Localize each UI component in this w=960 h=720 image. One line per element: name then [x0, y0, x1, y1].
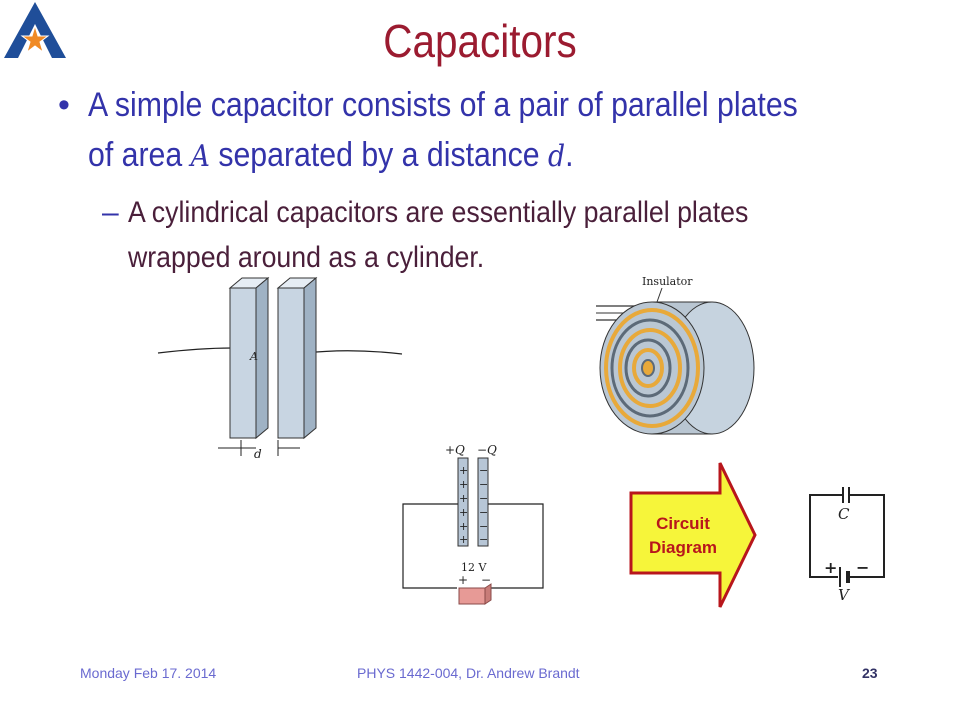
- minus-q-label: −Q: [477, 443, 497, 457]
- parallel-plates-figure: A d: [157, 276, 403, 460]
- bullet-dot: •: [58, 86, 70, 124]
- sub-bullet-line-1: A cylindrical capacitors are essentially…: [128, 196, 749, 229]
- capacitor-schematic-figure: C + − V: [809, 487, 885, 604]
- plate-distance-label: d: [254, 447, 262, 460]
- area-variable: A: [190, 139, 210, 174]
- bullet-text-start: of area: [88, 136, 191, 174]
- svg-text:−: −: [479, 478, 488, 491]
- sub-bullet-dash: –: [102, 196, 119, 229]
- distance-variable: d: [548, 139, 566, 174]
- battery-plus-sign: +: [824, 558, 837, 577]
- plate-area-label: A: [249, 350, 258, 363]
- bullet-text-end: .: [565, 136, 574, 174]
- svg-text:+: +: [459, 478, 468, 491]
- svg-text:+: +: [459, 533, 468, 546]
- bullet-line-1: A simple capacitor consists of a pair of…: [88, 86, 798, 124]
- arrow-label-line-1: Circuit: [656, 514, 710, 533]
- bullet-line-2: of area A separated by a distance d.: [88, 136, 574, 175]
- cylindrical-capacitor-figure: Insulator: [596, 275, 755, 435]
- page-title: Capacitors: [383, 15, 577, 67]
- svg-text:−: −: [479, 464, 488, 477]
- voltage-label: 12 V: [461, 561, 487, 574]
- bullet-text-mid: separated by a distance: [209, 136, 549, 174]
- plus-q-label: +Q: [445, 443, 465, 457]
- svg-text:−: −: [479, 506, 488, 519]
- svg-text:+: +: [459, 492, 468, 505]
- footer-course: PHYS 1442-004, Dr. Andrew Brandt: [357, 665, 580, 681]
- page-number: 23: [862, 665, 878, 681]
- battery-v-label: V: [838, 586, 851, 604]
- sub-bullet-line-2: wrapped around as a cylinder.: [128, 241, 485, 274]
- insulator-label: Insulator: [642, 275, 693, 288]
- svg-text:+: +: [459, 506, 468, 519]
- svg-text:+: +: [459, 464, 468, 477]
- charged-capacitor-circuit-figure: +Q −Q + + + + + + − − − − − − 12 V + −: [402, 443, 544, 605]
- arrow-label: Circuit Diagram: [628, 512, 738, 560]
- svg-text:−: −: [479, 520, 488, 533]
- svg-text:+: +: [459, 520, 468, 533]
- circuit-diagram-arrow: [629, 462, 757, 608]
- footer-date: Monday Feb 17. 2014: [80, 665, 217, 681]
- svg-text:−: −: [479, 492, 488, 505]
- capacitor-c-label: C: [838, 505, 850, 523]
- battery-minus-label: −: [481, 573, 491, 587]
- battery-plus-label: +: [458, 573, 468, 587]
- battery-minus-sign: −: [856, 558, 869, 577]
- university-logo-icon: [4, 2, 66, 58]
- arrow-label-line-2: Diagram: [648, 538, 718, 557]
- svg-text:−: −: [479, 533, 488, 546]
